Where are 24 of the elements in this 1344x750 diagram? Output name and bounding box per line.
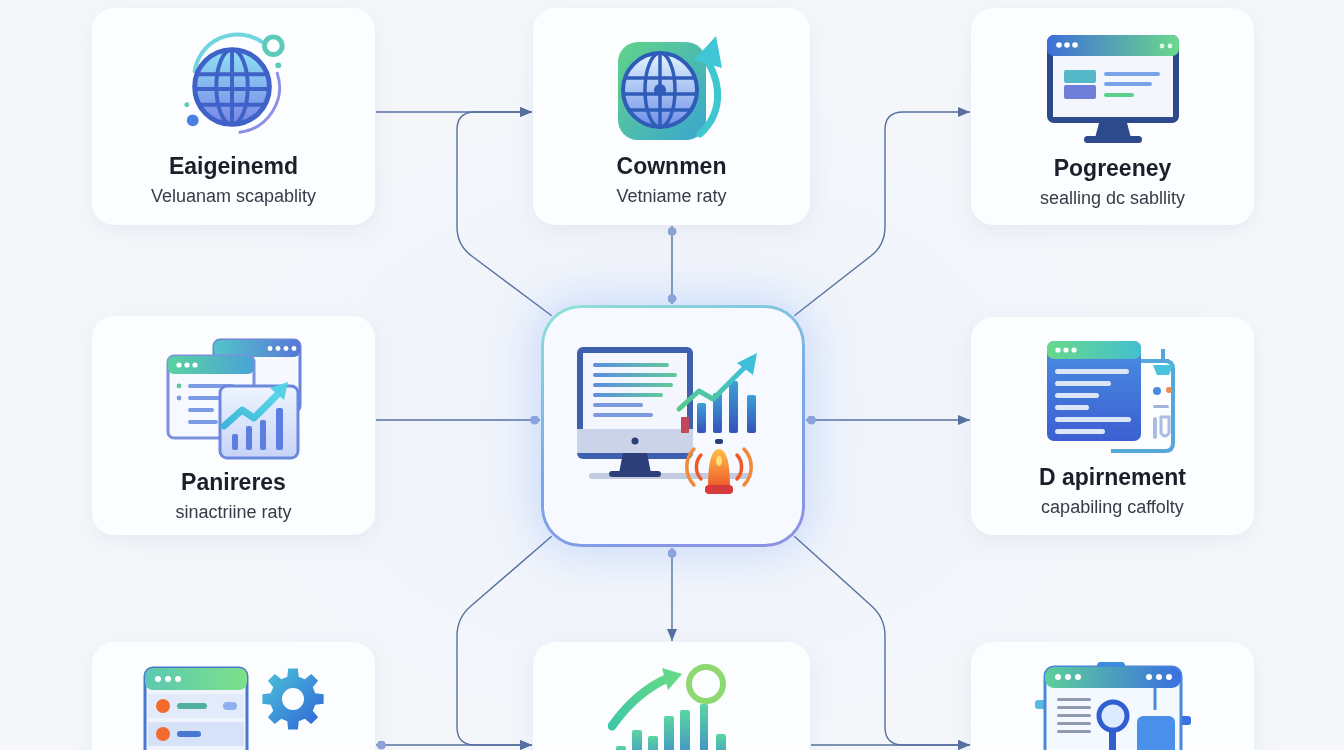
card-title: Cownmen [616,152,727,180]
process-card [92,8,375,225]
arrow [793,107,971,317]
connector-line [667,225,677,305]
card-subtitle: sealling dc sabllity [1039,187,1186,210]
process-card [533,8,810,225]
arrow [456,535,553,750]
process-card [971,317,1254,535]
card-subtitle: capabiling caffolty [1041,496,1184,519]
card-title: Panireres [181,468,286,496]
arrow [810,740,971,750]
card-title: Eaigeinemd [168,152,299,180]
hub-box [541,305,805,547]
process-card [971,8,1254,225]
arrow [805,415,971,425]
card-title: D apirnement [1039,463,1186,491]
card-subtitle: Vetniame raty [616,185,727,208]
card-subtitle: Veluanam scapablity [150,185,317,208]
card-subtitle: sinactriine raty [175,501,292,524]
arrow [667,547,677,642]
connector-line [375,415,541,425]
arrow [456,107,553,317]
card-title: Pogreeney [1053,154,1172,182]
process-card [92,316,375,535]
